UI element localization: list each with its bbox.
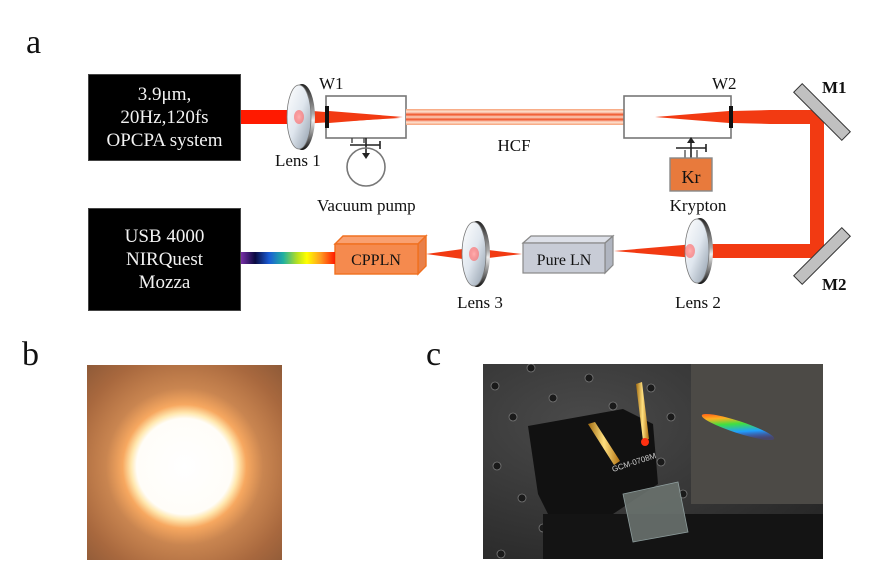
supercontinuum-beam [241, 252, 335, 264]
beam-in-cell-1 [329, 111, 403, 123]
beam-lens2-to-pureln [614, 244, 695, 258]
vacuum-pump-icon [346, 138, 386, 187]
dispersed-spectrum [701, 413, 775, 441]
setup-photograph: GCM-0708M [483, 364, 823, 559]
optical-setup-schematic: W1 Lens 1 HCF Vacuum pump W2 Kr Krypton … [241, 74, 851, 312]
beam-profile-image [87, 365, 282, 560]
source-line-2: 20Hz,120fs [120, 107, 209, 128]
prism [622, 481, 689, 543]
beam-source-to-lens1 [241, 110, 299, 124]
window-w2 [729, 106, 733, 128]
label-lens3: Lens 3 [457, 293, 503, 312]
spectrometer-line-1: USB 4000 [124, 226, 205, 247]
label-vacuum-pump: Vacuum pump [317, 196, 416, 215]
mirror-m1 [793, 83, 851, 141]
panel-label-c: c [426, 336, 442, 373]
beam-m1-to-m2 [810, 110, 824, 258]
beam-w2-to-m1 [733, 110, 820, 124]
window-w1 [325, 106, 329, 128]
panel-label-a: a [26, 24, 42, 61]
lens-1 [286, 84, 315, 150]
label-krypton: Krypton [670, 196, 727, 215]
beam-lens3-to-cppln [426, 248, 470, 260]
spectrometer-line-2: NIRQuest [125, 249, 204, 270]
spectrometer-line-3: Mozza [138, 272, 191, 293]
lens-2 [684, 218, 713, 284]
spectrometer-box: USB 4000 NIRQuest Mozza [88, 208, 241, 311]
source-line-3: OPCPA system [106, 130, 223, 151]
label-hcf: HCF [497, 136, 530, 155]
beam-in-cell-2 [655, 111, 729, 123]
alignment-rod [636, 382, 649, 441]
mirror-m2 [793, 227, 851, 285]
lens-3 [461, 221, 490, 287]
photo-scene: GCM-0708M [483, 364, 823, 559]
laser-source-box: 3.9μm, 20Hz,120fs OPCPA system [88, 74, 241, 161]
source-line-1: 3.9μm, [137, 84, 192, 105]
label-cppln: CPPLN [351, 252, 401, 269]
label-m2: M2 [822, 275, 847, 294]
label-w1: W1 [319, 74, 344, 93]
grating-element [588, 422, 620, 465]
red-spot [641, 438, 649, 446]
label-w2: W2 [712, 74, 737, 93]
label-pure-ln: Pure LN [537, 252, 592, 269]
pure-ln-crystal [521, 234, 615, 275]
beam-m2-to-lens2 [694, 244, 824, 258]
krypton-bottle [669, 137, 713, 192]
label-m1: M1 [822, 78, 847, 97]
panel-label-b: b [22, 336, 39, 373]
label-kr: Kr [682, 167, 701, 187]
hollow-core-fiber [406, 109, 624, 125]
label-lens1: Lens 1 [275, 151, 321, 170]
cppln-crystal [333, 234, 428, 276]
label-lens2: Lens 2 [675, 293, 721, 312]
